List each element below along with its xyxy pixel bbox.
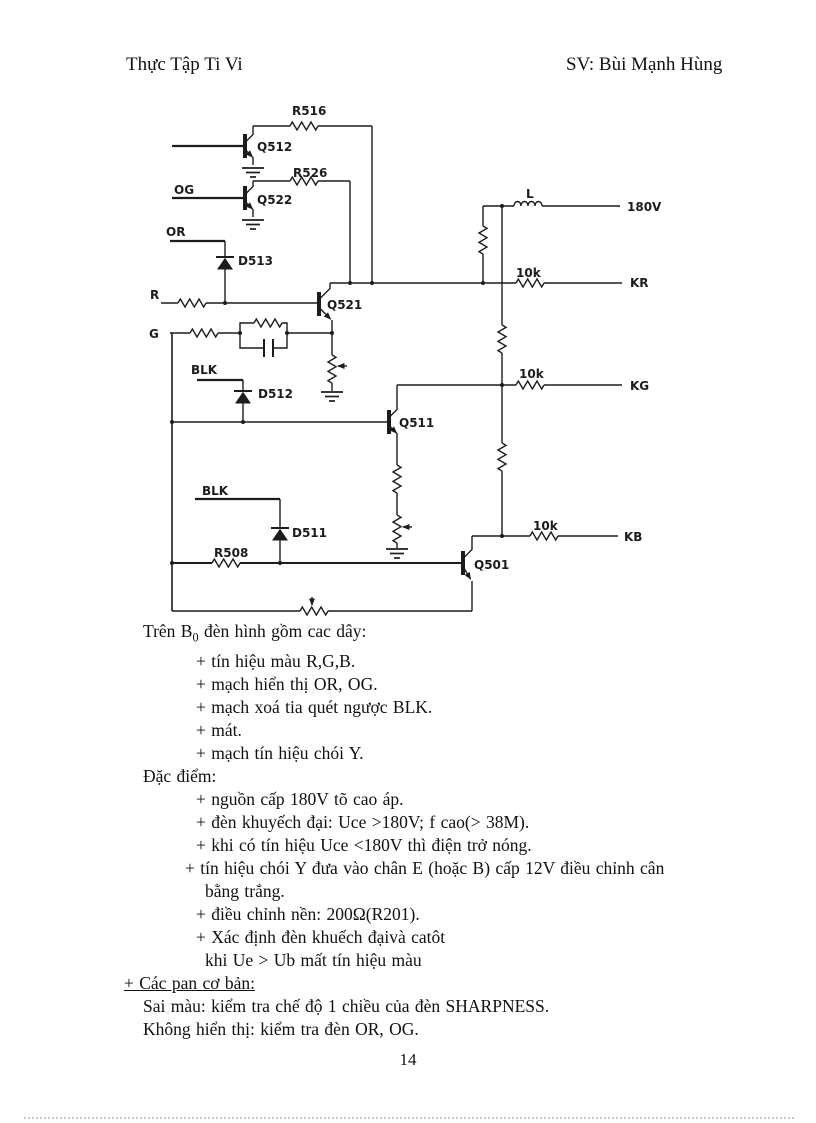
bottom-return-line: [172, 597, 472, 616]
label-r-input: R: [150, 288, 159, 302]
label-10k-kg: 10k: [519, 367, 545, 381]
inductor-l-rail: [483, 200, 620, 207]
load-resistor-a: [478, 206, 488, 283]
transistor-q511: [172, 385, 412, 559]
body-line: + mạch hiển thị OR, OG.: [196, 673, 378, 694]
label-g-input: G: [149, 327, 159, 341]
resistor-r526: [253, 176, 351, 283]
body-line: + tín hiệu màu R,G,B.: [196, 650, 356, 671]
resistor-r508: [172, 558, 461, 568]
footer-dotted-rule: [24, 1117, 794, 1119]
body-line: + khi có tín hiệu Uce <180V thì điện trở…: [196, 834, 532, 855]
label-10k-kr: 10k: [516, 266, 542, 280]
label-kb: KB: [624, 530, 642, 544]
body-line: khi Ue > Ub mất tín hiệu màu: [205, 949, 422, 970]
body-text-block: Trên B0 đèn hình gồm cac dây: + tín hiệu…: [0, 620, 816, 1041]
load-resistor-b: [497, 206, 507, 536]
body-line: Không hiển thị: kiểm tra đèn OR, OG.: [143, 1018, 419, 1039]
ground-symbol: [241, 167, 265, 178]
body-line: + Xác định đèn khuếch đạivà catôt: [196, 926, 446, 947]
label-r516: R516: [292, 104, 326, 118]
junction-dots: [170, 204, 504, 565]
label-r526: R526: [293, 166, 327, 180]
resistor-r516: [253, 121, 373, 283]
transistor-q512: [172, 126, 265, 178]
body-line: + tín hiệu chói Y đưa vào chân E (hoặc B…: [185, 857, 665, 878]
label-q521: Q521: [327, 298, 362, 312]
label-l: L: [526, 187, 534, 201]
diode-d513: [170, 239, 235, 303]
label-q501: Q501: [474, 558, 509, 572]
body-line: + đèn khuyếch đại: Uce >180V; f cao(> 38…: [196, 811, 530, 832]
input-r-wire: [161, 298, 317, 308]
body-line: + mạch xoá tia quét ngược BLK.: [196, 696, 433, 717]
kg-line: [397, 380, 622, 390]
label-d511: D511: [292, 526, 327, 540]
section-heading-pan: + Các pan cơ bản:: [124, 972, 255, 993]
page-number: 14: [399, 1050, 417, 1069]
label-og: OG: [174, 183, 194, 197]
label-or: OR: [166, 225, 185, 239]
circuit-labels: R516 Q512 R526 Q522 OG OR D513 R Q521 G …: [149, 104, 662, 572]
body-line: + mạch tín hiệu chói Y.: [196, 742, 364, 763]
header-title: Thực Tập Ti Vi: [126, 54, 243, 75]
body-line: + nguồn cấp 180V tõ cao áp.: [196, 788, 404, 809]
intro-post: đèn hình gồm cac dây:: [198, 621, 367, 641]
transistor-q521: [317, 283, 347, 402]
label-blk-lower: BLK: [202, 484, 229, 498]
label-d513: D513: [238, 254, 273, 268]
intro-line: Trên B0 đèn hình gồm cac dây:: [143, 620, 816, 650]
label-q511: Q511: [399, 416, 434, 430]
g-input-rc-network: [170, 318, 332, 357]
body-line: + điều chỉnh nền: 200Ω(R201).: [196, 903, 420, 924]
body-line: bằng trắng.: [205, 880, 285, 901]
label-blk-upper: BLK: [191, 363, 218, 377]
label-r508: R508: [214, 546, 248, 560]
body-line: Sai màu: kiểm tra chế độ 1 chiều của đèn…: [143, 995, 550, 1016]
label-q512: Q512: [257, 140, 292, 154]
transistor-q501: [461, 536, 473, 611]
kb-line: [472, 531, 618, 541]
diode-d511: [195, 497, 290, 563]
diode-d512: [197, 378, 253, 422]
circuit-diagram: R516 Q512 R526 Q522 OG OR D513 R Q521 G …: [149, 104, 662, 616]
label-q522: Q522: [257, 193, 292, 207]
intro-pre: Trên B: [143, 621, 193, 641]
label-kg: KG: [630, 379, 649, 393]
ground-symbol: [241, 219, 265, 230]
transistor-q522: [172, 181, 265, 230]
label-kr: KR: [630, 276, 649, 290]
ground-symbol: [385, 548, 409, 559]
section-heading: Đặc điểm:: [143, 765, 217, 786]
intro-subscript: 0: [192, 630, 199, 645]
ground-symbol: [320, 391, 344, 402]
label-d512: D512: [258, 387, 293, 401]
label-180v: 180V: [627, 200, 662, 214]
header-author: SV: Bùi Mạnh Hùng: [566, 54, 723, 75]
body-line: + mát.: [196, 719, 242, 740]
label-10k-kb: 10k: [533, 519, 559, 533]
